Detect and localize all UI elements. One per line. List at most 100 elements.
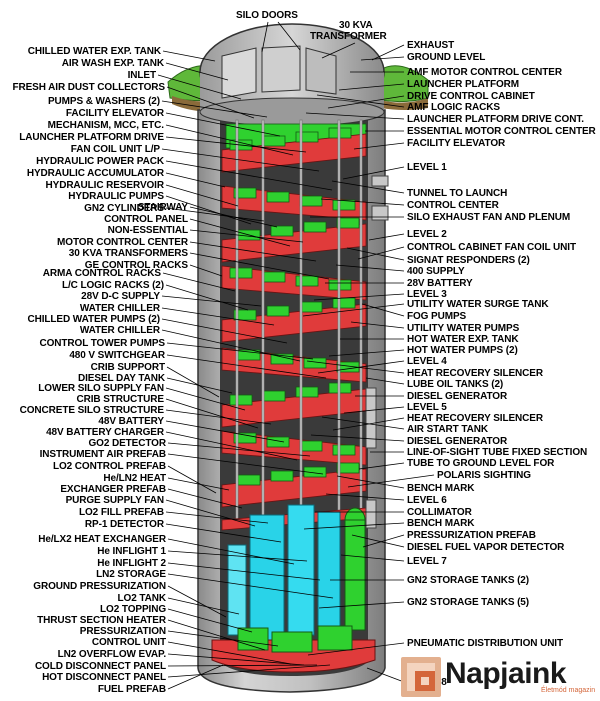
crib-post: [337, 119, 341, 521]
equipment-unit: [270, 225, 294, 237]
right-label: LUBE OIL TANKS (2): [407, 379, 504, 390]
left-label: CRIB SUPPORT: [90, 362, 165, 373]
leader-line: [351, 534, 405, 548]
leader-line: [165, 420, 285, 443]
right-label: 28V BATTERY: [407, 278, 473, 289]
left-label: CHILLED WATER EXP. TANK: [27, 46, 161, 57]
leader-line: [338, 83, 405, 91]
left-label: FAN COIL UNIT L/P: [70, 144, 160, 155]
logo-name: Napjaink: [445, 657, 567, 690]
left-label: WATER CHILLER: [79, 325, 160, 336]
left-label: RP-1 DETECTOR: [84, 519, 164, 530]
left-label: DIESEL DAY TANK: [77, 373, 165, 384]
equipment-unit: [266, 305, 290, 317]
leader-line: [368, 233, 405, 241]
leader-line: [165, 398, 259, 429]
label-silo-doors: SILO DOORS: [236, 10, 298, 21]
right-label: HOT WATER EXP. TANK: [407, 334, 519, 345]
leader-line: [165, 387, 246, 411]
equipment-unit: [262, 135, 286, 147]
right-label: GROUND LEVEL: [407, 52, 486, 63]
leader-line: [353, 142, 405, 150]
right-label: DIESEL GENERATOR: [407, 436, 508, 447]
left-label: GO2 DETECTOR: [88, 438, 166, 449]
left-label: CONTROL TOWER PUMPS: [39, 338, 165, 349]
left-label: MOTOR CONTROL CENTER: [57, 237, 188, 248]
leader-line: [167, 630, 279, 647]
left-label: GN2 CYLINDERS: [84, 203, 164, 214]
leader-line: [165, 523, 282, 543]
leader-line: [313, 293, 405, 301]
left-label: EXCHANGER PREFAB: [60, 484, 166, 495]
left-label: CONCRETE SILO STRUCTURE: [19, 405, 164, 416]
left-label: 48V BATTERY CHARGER: [46, 427, 164, 438]
right-label: DRIVE CONTROL CABINET: [407, 91, 535, 102]
right-label: BENCH MARK: [407, 483, 475, 494]
leader-line: [328, 349, 405, 357]
left-label: PRESSURIZATION: [79, 626, 166, 637]
leader-line: [307, 642, 405, 656]
equipment-unit: [233, 432, 257, 444]
leader-line: [166, 354, 327, 379]
napjaink-logo[interactable]: Napjaink Életmód magazin: [401, 657, 597, 697]
left-label: GROUND PRESSURIZATION: [33, 581, 166, 592]
leader-line: [336, 475, 405, 489]
leader-line: [167, 619, 266, 651]
leader-line: [350, 321, 405, 329]
left-label: ARMA CONTROL RACKS: [42, 268, 161, 279]
right-label: LINE-OF-SIGHT TUBE FIXED SECTION: [407, 447, 588, 458]
equipment-unit: [336, 217, 360, 229]
leader-line: [167, 550, 308, 562]
left-label: L/C LOGIC RACKS (2): [62, 280, 164, 291]
leader-line: [162, 50, 216, 62]
equipment-unit: [262, 271, 286, 283]
leader-line: [325, 493, 405, 501]
right-label: LEVEL 7: [407, 556, 447, 567]
leader-line: [261, 21, 269, 53]
crib-post: [359, 119, 363, 521]
right-label: BENCH MARK: [407, 518, 475, 529]
leader-line: [167, 538, 295, 565]
right-label: TUBE TO GROUND LEVEL FOR: [407, 458, 555, 469]
equipment-unit: [233, 187, 257, 199]
right-label: LEVEL 3: [407, 289, 447, 300]
leader-line: [335, 264, 405, 272]
left-label: COLD DISCONNECT PANEL: [34, 661, 166, 672]
right-label: LEVEL 5: [407, 402, 447, 413]
equipment-unit: [229, 394, 253, 406]
right-label: HEAT RECOVERY SILENCER: [407, 368, 543, 379]
left-label: FACILITY ELEVATOR: [65, 108, 164, 119]
equipment-unit: [266, 191, 290, 203]
leader-line: [165, 172, 226, 188]
leader-line: [167, 641, 292, 665]
right-label: LEVEL 2: [407, 229, 447, 240]
right-label: ESSENTIAL MOTOR CONTROL CENTER: [407, 126, 596, 137]
leader-line: [165, 499, 256, 527]
leader-line: [361, 303, 405, 317]
left-label: WATER CHILLER: [79, 303, 160, 314]
equipment-unit: [229, 267, 253, 279]
leader-line: [305, 112, 405, 120]
equipment-unit: [303, 466, 327, 478]
leader-line: [358, 462, 405, 470]
leader-line: [167, 465, 217, 494]
leader-line: [161, 318, 288, 344]
left-label: HYDRAULIC RESERVOIR: [45, 180, 165, 191]
leader-line: [331, 180, 405, 194]
left-label: AIR WASH EXP. TANK: [61, 58, 164, 69]
left-label: INSTRUMENT AIR PREFAB: [39, 449, 167, 460]
leader-line: [165, 160, 333, 191]
equipment-unit: [303, 221, 327, 233]
left-label: LO2 FILL PREFAB: [79, 507, 164, 518]
equipment-unit: [262, 390, 286, 402]
leader-line: [317, 360, 405, 374]
label-30-kva: 30 KVA: [339, 20, 373, 31]
leader-line: [165, 62, 229, 81]
equipment-unit: [295, 275, 319, 287]
leader-line: [302, 303, 405, 317]
leader-line: [161, 148, 320, 172]
leader-line: [310, 434, 405, 442]
leader-line: [316, 94, 405, 108]
left-label: HOT DISCONNECT PANEL: [42, 672, 166, 683]
